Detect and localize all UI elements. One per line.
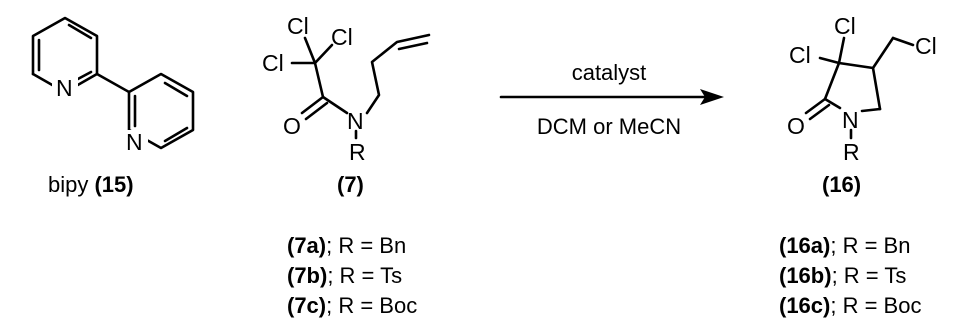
product-variant-b: (16b); R = Ts [779, 263, 906, 288]
bipyridine-structure: N N [31, 16, 195, 155]
bipy-caption-name: bipy [48, 172, 88, 197]
arrow-label-below: DCM or MeCN [537, 114, 681, 139]
bipy-caption: bipy (15) [48, 172, 134, 197]
bipy-left-double-2 [67, 23, 93, 40]
product-carbonyl-bond-1 [804, 97, 827, 115]
bipy-atom-n1: N [56, 75, 73, 101]
reactant-atom-r: R [349, 139, 366, 165]
bipy-right-double-2 [163, 126, 189, 143]
bipy-left-ring-bonds [31, 16, 99, 88]
reactant-variant-a: (7a); R = Bn [287, 233, 406, 258]
reactant-variant-b: (7b); R = Ts [287, 263, 402, 288]
product-ring-c4-c5 [871, 66, 882, 111]
reactant-variant-c: (7c); R = Boc [287, 293, 417, 318]
reactant-atom-n: N [347, 108, 364, 134]
reactant-c-c-bond [313, 61, 325, 99]
product-atom-r: R [843, 139, 860, 165]
reactant-c-cl-bond-2 [313, 43, 334, 65]
product-variant-c: (16c); R = Boc [779, 293, 921, 318]
product-ch2-cl-bond [891, 36, 915, 47]
bipy-left-n-bond [31, 72, 56, 88]
reactant-allyl-chain [365, 33, 431, 115]
product-atom-cl-c: Cl [915, 33, 937, 59]
reactant-atom-o: O [283, 113, 301, 139]
reactant-atom-cl-b: Cl [331, 24, 353, 50]
reactant-allyl-double [397, 41, 429, 51]
product-atom-cl-b: Cl [789, 42, 811, 68]
product-ring-n-c2 [823, 97, 842, 110]
product-ring-c3-c4 [837, 61, 875, 70]
product-ring-c2-c3 [823, 61, 841, 101]
product-atom-cl-a: Cl [834, 13, 856, 39]
product-ring-c5-n [860, 107, 882, 113]
product-variant-list: (16a); R = Bn (16b); R = Ts (16c); R = B… [779, 233, 921, 318]
reactant-carbonyl-bond-2 [304, 101, 329, 121]
reactant-c-n-bond [321, 95, 349, 115]
reactant-c-cl-bond-1 [303, 36, 317, 65]
product-ch2-bond [871, 36, 895, 70]
bipy-biaryl-bond [95, 72, 131, 94]
product-atom-n: N [842, 107, 859, 133]
product-c-cl-bond-2 [818, 56, 841, 65]
arrow-label-above: catalyst [572, 60, 647, 85]
bipy-atom-n2: N [126, 129, 143, 155]
reaction-arrow [499, 89, 724, 105]
bipy-right-double-3 [163, 81, 189, 98]
product-atom-o: O [787, 113, 805, 139]
reactant-variant-list: (7a); R = Bn (7b); R = Ts (7c); R = Boc [287, 233, 417, 318]
bipy-caption-number: (15) [94, 172, 133, 197]
product-c-cl-bond-1 [837, 36, 846, 65]
reactant-atom-cl-a: Cl [287, 13, 309, 39]
product-number: (16) [822, 172, 861, 197]
reactant-number: (7) [337, 172, 364, 197]
product-carbonyl-bond-2 [808, 103, 831, 121]
reactant-atom-cl-c: Cl [262, 50, 284, 76]
product-variant-a: (16a); R = Bn [779, 233, 910, 258]
product-structure: Cl Cl Cl O N R [787, 13, 937, 165]
reactant-carbonyl-bond-1 [300, 95, 325, 115]
arrow-head [700, 89, 724, 105]
bipy-left-double-3 [74, 70, 93, 82]
reactant-structure: Cl Cl Cl O N R [262, 13, 431, 165]
